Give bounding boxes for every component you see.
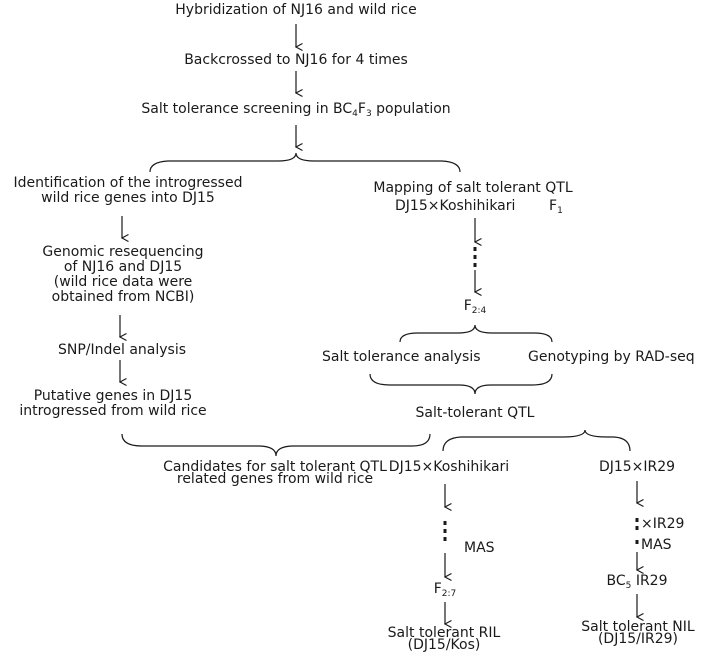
mapping-step: Mapping of salt tolerant QTL: [373, 180, 573, 196]
candidates-label: Candidates for salt tolerant QTL related…: [163, 459, 387, 487]
brace-qtl-split: [442, 429, 631, 452]
f27-label: F2:7: [433, 581, 457, 599]
brace-candidates: [121, 433, 431, 457]
ir-mas-label: MAS: [641, 537, 672, 553]
salt-tolerant-qtl: Salt-tolerant QTL: [415, 405, 535, 421]
screening-step: Salt tolerance screening in BC4F3 popula…: [141, 101, 451, 119]
f1-label: F1: [549, 198, 563, 216]
brace-f24-split: [399, 324, 553, 343]
resequencing-step: Genomic resequencing of NJ16 and DJ15 (w…: [42, 244, 204, 305]
xir29-label: ×IR29: [641, 516, 685, 532]
dots-f1-f24: [473, 247, 477, 251]
dots-ir-2: [635, 540, 639, 544]
bc5-label: BC5 IR29: [606, 573, 668, 591]
kos-cross-label: DJ15×Koshihikari: [388, 459, 510, 475]
backcross-step: Backcrossed to NJ16 for 4 times: [184, 52, 408, 68]
cross-kos-top: DJ15×Koshihikari: [395, 198, 516, 214]
snp-indel-step: SNP/Indel analysis: [57, 342, 187, 358]
salt-analysis-label: Salt tolerance analysis: [322, 349, 481, 365]
genotyping-label: Genotyping by RAD-seq: [528, 349, 695, 365]
hybridization-step: Hybridization of NJ16 and wild rice: [175, 2, 417, 18]
dots-ir-1: [635, 518, 639, 522]
ril-result: Salt tolerant RIL (DJ15/Kos): [387, 625, 501, 653]
putative-genes-step: Putative genes in DJ15 introgressed from…: [19, 388, 207, 419]
nil-result: Salt tolerant NIL (DJ15/IR29): [581, 619, 695, 647]
dots-kos: [443, 521, 447, 525]
kos-mas-label: MAS: [464, 540, 495, 556]
brace-merge-qtl: [369, 373, 553, 395]
split-brace: [149, 152, 461, 173]
f24-label: F2:4: [463, 298, 487, 316]
ir-cross-label: DJ15×IR29: [598, 459, 676, 475]
identification-step: Identification of the introgressed wild …: [13, 175, 243, 206]
